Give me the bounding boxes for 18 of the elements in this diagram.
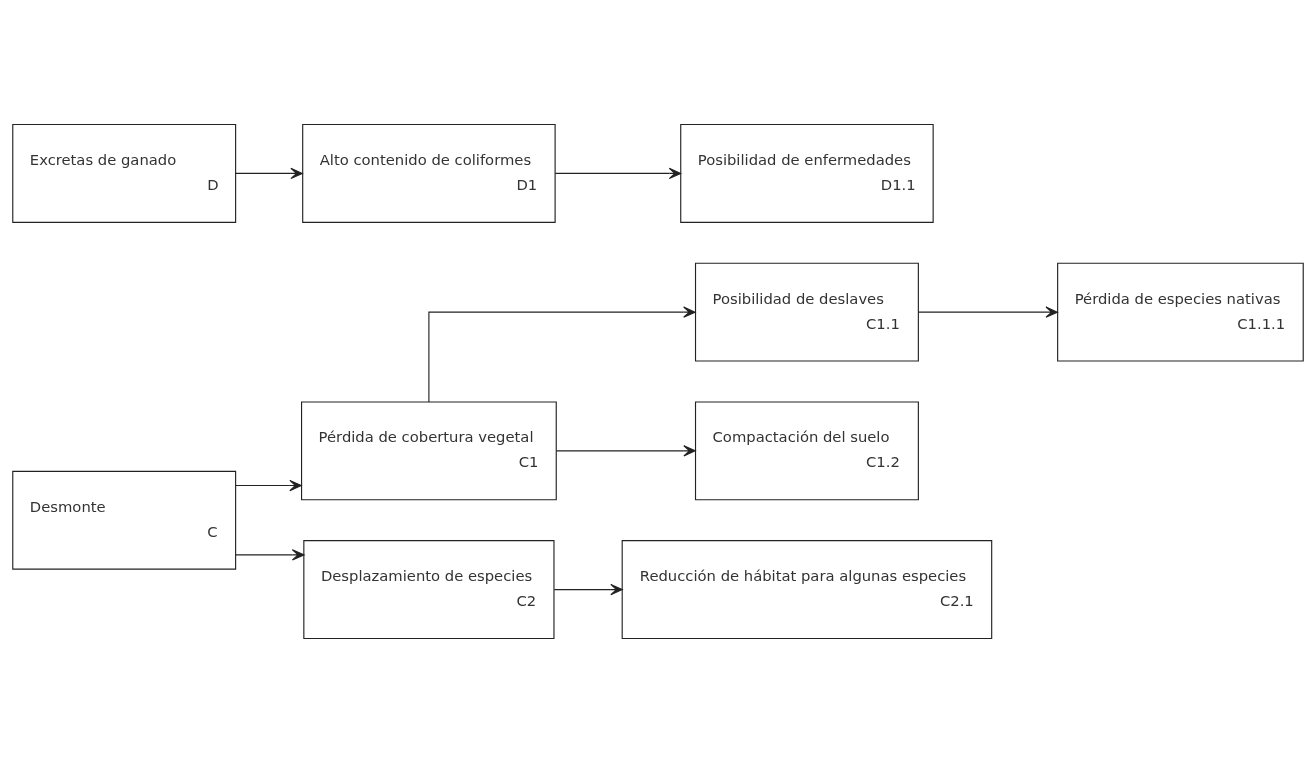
node-box: Excretas de ganado D (12, 124, 237, 223)
arrow (428, 306, 696, 403)
node-box: Posibilidad de deslaves C1.1 (694, 262, 919, 362)
arrow (235, 549, 305, 561)
node-box: Pérdida de cobertura vegetal C1 (301, 401, 557, 501)
arrow (554, 167, 682, 180)
node-box: Reducción de hábitat para algunas especies C2.1 (621, 540, 993, 640)
node-box: Posibilidad de enfermedades D1.1 (680, 124, 934, 223)
arrow (917, 306, 1058, 318)
node-box: Desplazamiento de especies C2 (303, 540, 555, 640)
node-box: Alto contenido de coliformes D1 (302, 124, 556, 223)
node-box: Desmonte C (12, 470, 237, 570)
node-box: Pérdida de especies nativas C1.1.1 (1057, 262, 1304, 362)
arrow (235, 479, 302, 492)
arrow (235, 167, 303, 180)
node-box: Compactación del suelo C1.2 (694, 401, 919, 501)
arrow (553, 583, 623, 596)
arrow (555, 445, 696, 457)
